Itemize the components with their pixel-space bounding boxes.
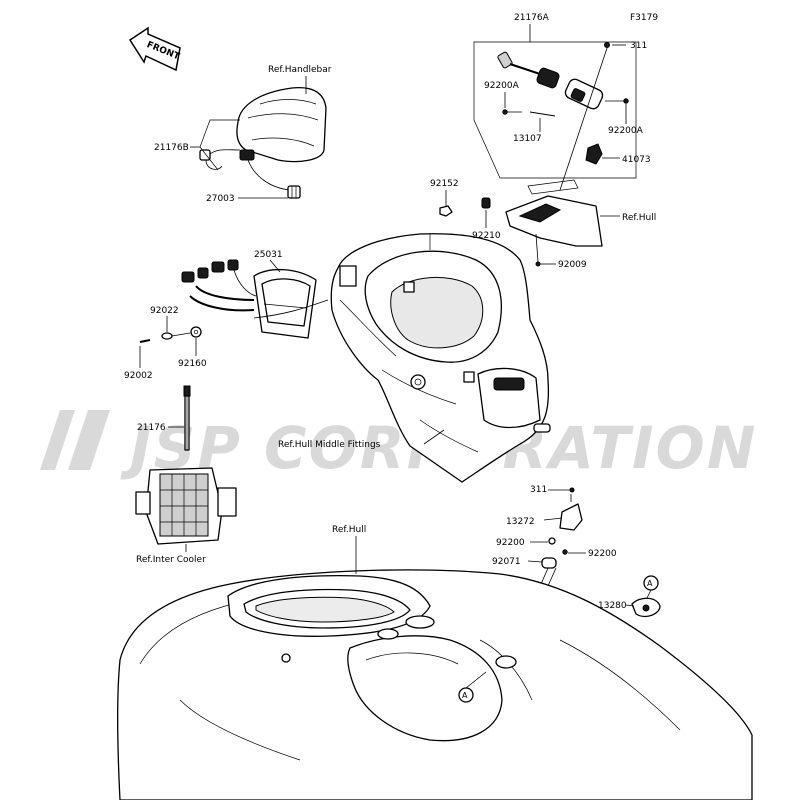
marker-a-hull: A xyxy=(462,691,468,700)
clip-41073-icon xyxy=(585,143,603,165)
callout-92152: 92152 xyxy=(430,179,459,189)
grommet-92210-icon xyxy=(481,197,491,209)
meter-group xyxy=(139,259,329,343)
ref-hull-middle-fittings: Ref.Hull Middle Fittings xyxy=(278,440,381,450)
front-arrow-icon: FRONT xyxy=(128,26,182,72)
callout-13272: 13272 xyxy=(506,517,535,527)
ref-handlebar: Ref.Handlebar xyxy=(268,65,332,75)
inter-cooler xyxy=(135,467,237,545)
callout-25031: 25031 xyxy=(254,250,283,260)
callout-92200A-right: 92200A xyxy=(608,126,644,136)
callout-13107: 13107 xyxy=(513,134,542,144)
callout-92200A-left: 92200A xyxy=(484,81,520,91)
callout-92200-left: 92200 xyxy=(496,538,525,548)
ref-inter-cooler: Ref.Inter Cooler xyxy=(136,555,206,565)
hull-middle-fittings xyxy=(330,233,551,483)
callout-27003: 27003 xyxy=(206,194,235,204)
callout-41073: 41073 xyxy=(622,155,651,165)
callout-92002: 92002 xyxy=(124,371,153,381)
callout-21176B: 21176B xyxy=(154,143,189,153)
sensor-21176-group xyxy=(183,385,191,451)
callout-92071: 92071 xyxy=(492,557,521,567)
callout-311-top: 311 xyxy=(630,41,647,51)
handlebar-group xyxy=(199,86,327,199)
callout-92009: 92009 xyxy=(558,260,587,270)
ref-hull-top: Ref.Hull xyxy=(622,213,656,223)
callout-92200-right: 92200 xyxy=(588,549,617,559)
marker-a-right: A xyxy=(647,579,653,588)
callout-311-bottom: 311 xyxy=(530,485,547,495)
group-bracket xyxy=(473,41,637,179)
ref-hull-bottom: Ref.Hull xyxy=(332,525,366,535)
callout-92210: 92210 xyxy=(472,231,501,241)
callout-92022: 92022 xyxy=(150,306,179,316)
lower-hull: A xyxy=(117,569,753,800)
lanyard-switch-group xyxy=(473,41,637,267)
part-13280: A xyxy=(631,575,661,618)
callout-92160: 92160 xyxy=(178,359,207,369)
figure-code: F3179 xyxy=(630,13,658,23)
callout-13280: 13280 xyxy=(598,601,627,611)
watermark-logo-icon xyxy=(40,410,110,470)
callout-21176: 21176 xyxy=(137,423,166,433)
callout-21176A: 21176A xyxy=(514,13,550,23)
nut-92152-icon xyxy=(439,205,453,217)
